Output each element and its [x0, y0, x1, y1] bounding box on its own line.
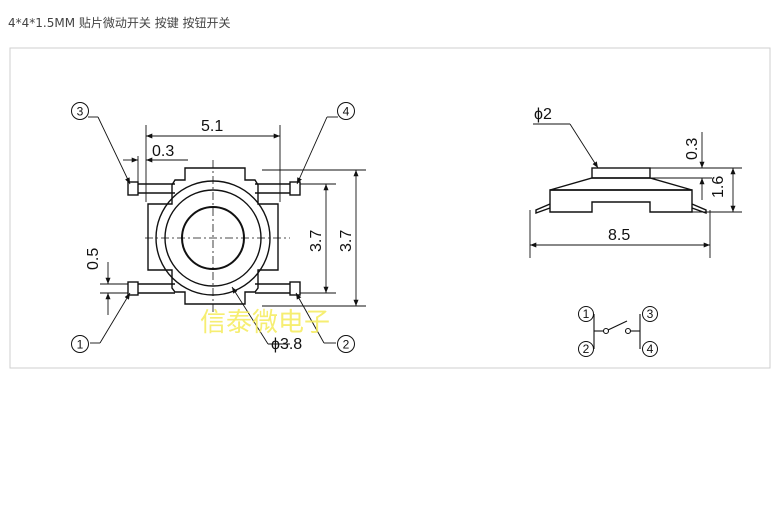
- dim-height-inner-label: 3.7: [308, 230, 325, 252]
- dim-pin-width-label: 0.5: [85, 248, 102, 270]
- side-actuator: [591, 167, 651, 179]
- dim-actuator-height-label: 0.3: [684, 138, 701, 160]
- svg-text:3: 3: [77, 105, 84, 119]
- svg-text:3: 3: [647, 307, 654, 321]
- schematic-switch-blade: [607, 320, 628, 331]
- pin-label-2: 2: [337, 335, 355, 353]
- side-lead-left: [535, 203, 551, 214]
- top-view-dimensions: [88, 116, 366, 345]
- side-view-dimensions: [529, 123, 742, 258]
- pin-2-lead: [255, 281, 301, 296]
- schematic-pin-1: 1: [578, 306, 594, 322]
- svg-text:1: 1: [583, 307, 590, 321]
- pin-3-lead: [127, 181, 175, 196]
- dim-width-label: 5.1: [201, 118, 223, 135]
- schematic-symbol: [593, 314, 641, 349]
- dim-height-outer-label: 3.7: [338, 230, 355, 252]
- svg-text:4: 4: [343, 105, 350, 119]
- switch-body-outline: [147, 167, 279, 305]
- pin-label-3: 3: [71, 102, 89, 120]
- dim-total-length-label: 8.5: [608, 227, 630, 244]
- top-view: [127, 160, 301, 312]
- side-view: [535, 167, 707, 214]
- schematic-pin-3: 3: [642, 306, 658, 322]
- schematic-pin-2: 2: [578, 341, 594, 357]
- page-title: 4*4*1.5MM 贴片微动开关 按键 按钮开关: [8, 16, 231, 30]
- svg-text:2: 2: [583, 342, 590, 356]
- svg-text:2: 2: [343, 338, 350, 352]
- watermark-text: 信泰微电子: [200, 308, 330, 338]
- schematic-contact-right: [624, 327, 632, 335]
- dim-total-height-label: 1.6: [710, 176, 727, 198]
- pin-label-4: 4: [337, 102, 355, 120]
- svg-text:4: 4: [647, 342, 654, 356]
- pin-1-lead: [127, 281, 175, 296]
- schematic-contact-left: [602, 327, 610, 335]
- side-cover: [549, 177, 693, 191]
- drawing-frame: [9, 47, 771, 369]
- schematic-pin-4: 4: [642, 341, 658, 357]
- pin-4-lead: [255, 181, 301, 196]
- dim-pin-offset-label: 0.3: [152, 143, 174, 160]
- pin-label-1: 1: [71, 335, 89, 353]
- dim-button-diameter-label: ϕ3.8: [271, 336, 302, 353]
- side-lead-right: [691, 203, 707, 214]
- dim-actuator-diameter-label: ϕ2: [534, 106, 552, 123]
- svg-text:1: 1: [77, 338, 84, 352]
- side-body: [549, 189, 693, 213]
